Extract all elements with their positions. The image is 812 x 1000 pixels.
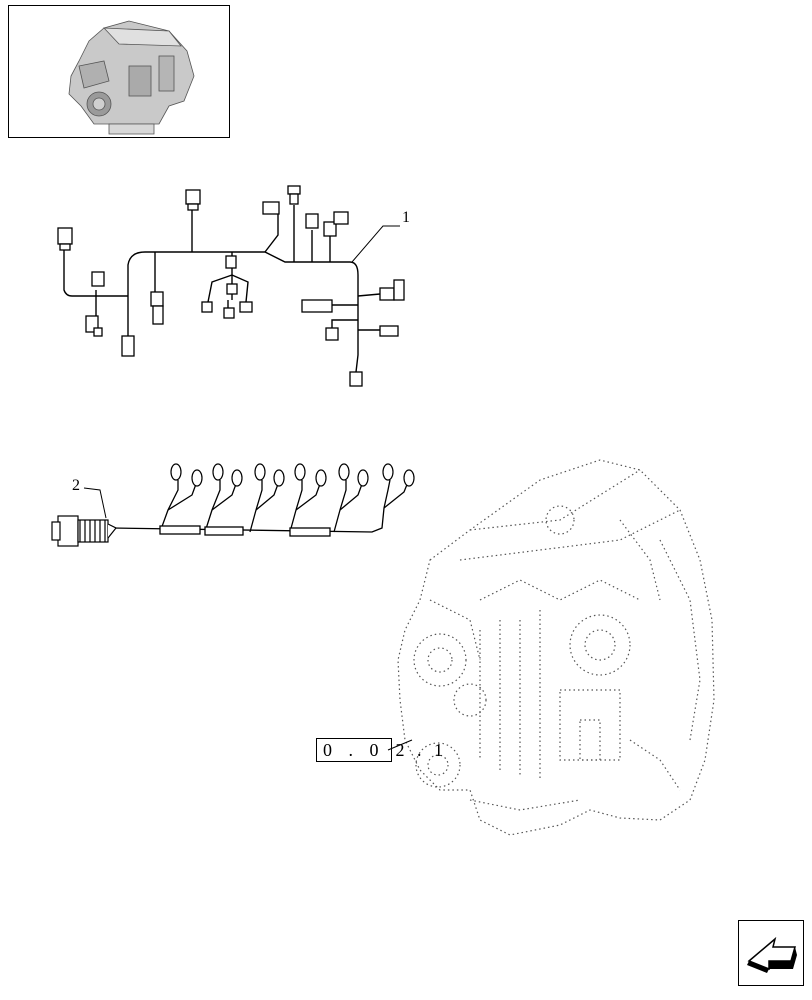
harness-2-eyelets <box>51 463 415 547</box>
next-page-arrow-icon <box>747 936 797 973</box>
next-page-button[interactable] <box>738 920 804 986</box>
callout-1: 1 <box>402 209 410 226</box>
wiring-harness-2 <box>83 479 409 537</box>
engine-outline <box>397 459 715 836</box>
reference-leader <box>387 739 413 751</box>
engine-thumbnail-icon <box>68 20 195 135</box>
reference-tail-code: 2 . 1 <box>395 739 447 760</box>
reference-boxed-code: 0 . 0 <box>316 738 392 762</box>
engine-thumbnail-frame <box>8 5 230 138</box>
callout-2: 2 <box>72 477 80 494</box>
harness-1-connectors <box>57 185 405 387</box>
reference-label[interactable]: 0 . 0 2 . 1 <box>316 738 447 762</box>
